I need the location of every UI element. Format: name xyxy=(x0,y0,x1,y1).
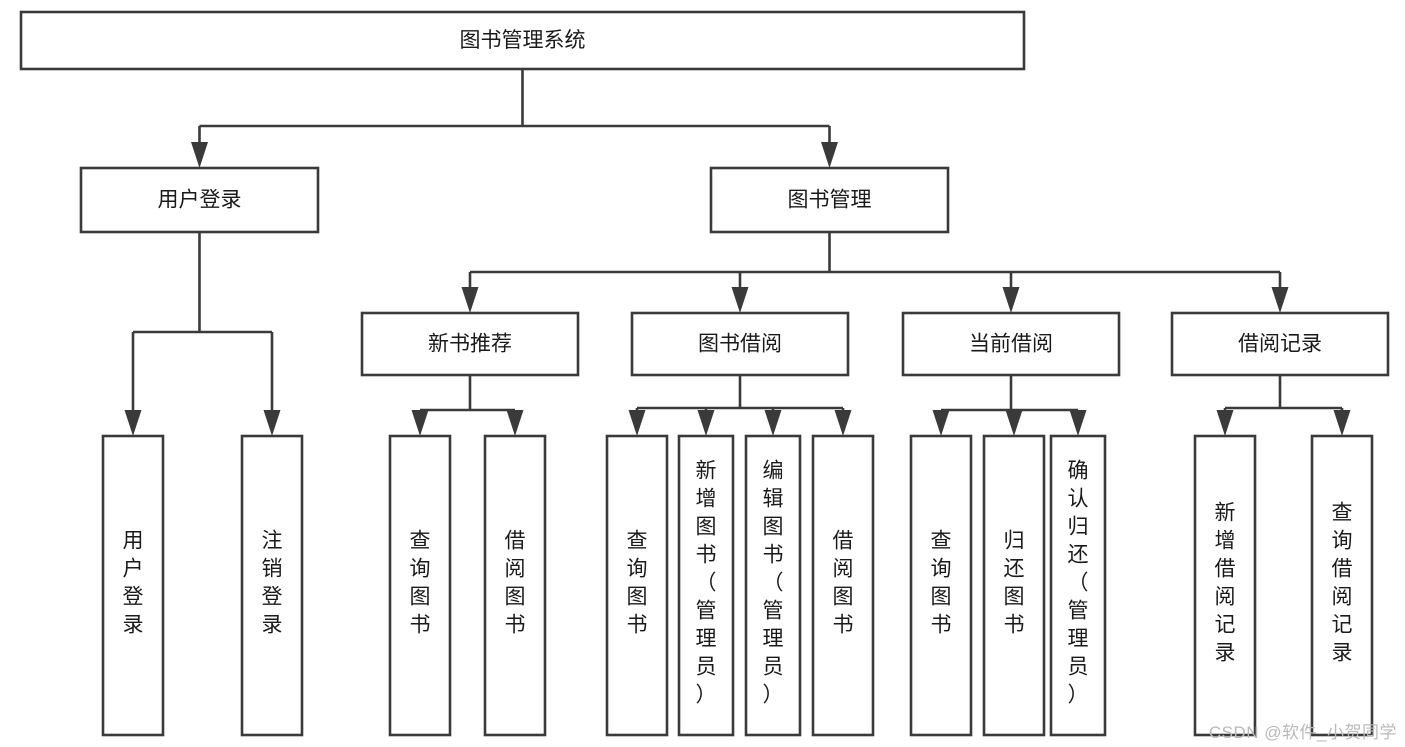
node-label: 编辑图书（管理员） xyxy=(763,460,784,707)
node-label: 新增借阅记录 xyxy=(1215,502,1236,665)
arrow-head-icon xyxy=(506,410,524,436)
connector-group-new-book-rec xyxy=(411,375,524,436)
node-box xyxy=(483,434,547,737)
node-box xyxy=(1049,434,1107,737)
node-box xyxy=(101,434,165,737)
node-leaf-return-book[interactable]: 归还图书 xyxy=(982,434,1046,737)
connector-group-book-manage xyxy=(461,232,1289,313)
connector-layer xyxy=(124,69,1351,436)
arrow-head-icon xyxy=(1005,410,1023,436)
node-leaf-edit-book[interactable]: 编辑图书（管理员） xyxy=(744,434,802,737)
node-book-borrow[interactable]: 图书借阅 xyxy=(630,311,850,377)
node-box xyxy=(744,434,802,737)
arrow-head-icon xyxy=(1002,287,1020,313)
node-root[interactable]: 图书管理系统 xyxy=(19,10,1026,71)
node-current-borrow[interactable]: 当前借阅 xyxy=(901,311,1121,377)
node-label: 当前借阅 xyxy=(969,333,1053,356)
node-label: 用户登录 xyxy=(123,530,144,637)
node-box xyxy=(605,434,669,737)
node-label: 新增图书（管理员） xyxy=(696,460,717,707)
node-leaf-add-book[interactable]: 新增图书（管理员） xyxy=(677,434,735,737)
node-box xyxy=(709,166,950,234)
node-leaf-query-book-1[interactable]: 查询图书 xyxy=(388,434,452,737)
node-box xyxy=(630,311,850,377)
node-label: 图书管理系统 xyxy=(460,29,586,52)
node-label: 借阅记录 xyxy=(1238,333,1322,356)
node-box xyxy=(811,434,875,737)
node-box xyxy=(1310,434,1374,737)
node-leaf-query-record[interactable]: 查询借阅记录 xyxy=(1310,434,1374,737)
node-label: 图书管理 xyxy=(788,189,872,212)
arrow-head-icon xyxy=(124,410,142,436)
watermark-text: CSDN @软件_小贺同学 xyxy=(1208,723,1397,742)
node-label: 图书借阅 xyxy=(698,333,782,356)
node-new-book-rec[interactable]: 新书推荐 xyxy=(360,311,580,377)
node-label: 查询借阅记录 xyxy=(1332,502,1353,665)
arrow-head-icon xyxy=(731,287,749,313)
connector-group-root xyxy=(191,69,838,168)
arrow-head-icon xyxy=(191,142,208,168)
node-leaf-query-book-3[interactable]: 查询图书 xyxy=(909,434,973,737)
node-box xyxy=(1193,434,1257,737)
connector-group-user-login xyxy=(124,232,281,436)
node-label: 注销登录 xyxy=(262,530,283,637)
arrow-head-icon xyxy=(697,410,715,436)
node-leaf-borrow-book-1[interactable]: 借阅图书 xyxy=(483,434,547,737)
arrow-head-icon xyxy=(764,410,782,436)
arrow-head-icon xyxy=(263,410,281,436)
node-box xyxy=(360,311,580,377)
arrow-head-icon xyxy=(821,142,838,168)
connector-group-current-borrow xyxy=(932,375,1087,436)
connector-group-book-borrow xyxy=(628,375,852,436)
node-leaf-query-book-2[interactable]: 查询图书 xyxy=(605,434,669,737)
node-leaf-logout[interactable]: 注销登录 xyxy=(240,434,304,737)
node-label: 新书推荐 xyxy=(428,333,512,356)
node-box xyxy=(388,434,452,737)
node-label: 确认归还（管理员） xyxy=(1068,460,1089,707)
arrow-head-icon xyxy=(628,410,646,436)
connector-group-borrow-record xyxy=(1216,375,1351,436)
node-box xyxy=(677,434,735,737)
node-borrow-record[interactable]: 借阅记录 xyxy=(1170,311,1390,377)
node-box xyxy=(1170,311,1390,377)
node-label: 查询图书 xyxy=(931,530,952,637)
node-label: 用户登录 xyxy=(158,189,242,212)
node-leaf-confirm-return[interactable]: 确认归还（管理员） xyxy=(1049,434,1107,737)
arrow-head-icon xyxy=(834,410,852,436)
node-label: 借阅图书 xyxy=(833,530,854,637)
arrow-head-icon xyxy=(932,410,950,436)
node-label: 归还图书 xyxy=(1004,530,1025,637)
node-leaf-borrow-book-2[interactable]: 借阅图书 xyxy=(811,434,875,737)
node-leaf-user-login[interactable]: 用户登录 xyxy=(101,434,165,737)
node-leaf-add-record[interactable]: 新增借阅记录 xyxy=(1193,434,1257,737)
node-label: 借阅图书 xyxy=(505,530,526,637)
arrow-head-icon xyxy=(1333,410,1351,436)
arrow-head-icon xyxy=(1069,410,1087,436)
node-box xyxy=(79,166,320,234)
arrow-head-icon xyxy=(461,287,479,313)
node-layer: 图书管理系统用户登录图书管理新书推荐图书借阅当前借阅借阅记录用户登录注销登录查询… xyxy=(19,10,1390,737)
arrow-head-icon xyxy=(1271,287,1289,313)
arrow-head-icon xyxy=(411,410,429,436)
arrow-head-icon xyxy=(1216,410,1234,436)
node-box xyxy=(982,434,1046,737)
node-label: 查询图书 xyxy=(410,530,431,637)
node-label: 查询图书 xyxy=(627,530,648,637)
node-box xyxy=(19,10,1026,71)
node-box xyxy=(909,434,973,737)
node-box xyxy=(240,434,304,737)
node-book-manage[interactable]: 图书管理 xyxy=(709,166,950,234)
node-box xyxy=(901,311,1121,377)
node-user-login[interactable]: 用户登录 xyxy=(79,166,320,234)
